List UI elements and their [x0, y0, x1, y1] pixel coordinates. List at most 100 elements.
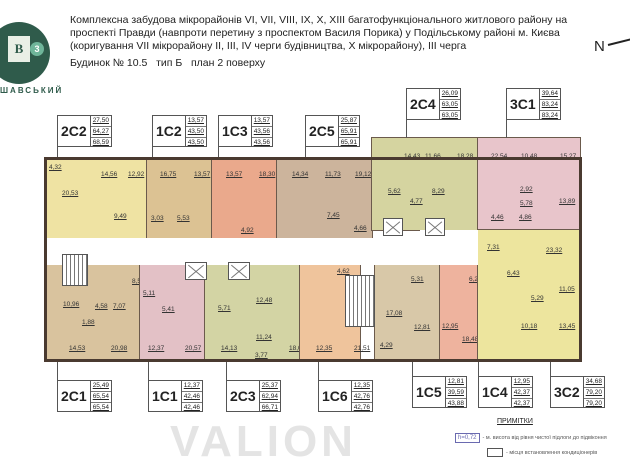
- apartment-code: 2С3: [230, 388, 256, 404]
- room-area-label: 3,77: [255, 352, 268, 359]
- room-area-label: 4,46: [491, 214, 504, 221]
- room-area-label: 11,73: [325, 171, 341, 178]
- apartment-code: 1С2: [156, 123, 182, 139]
- apartment-code: 1С4: [482, 384, 508, 400]
- living-area: 13,57: [185, 116, 206, 127]
- apartment-area[interactable]: [139, 264, 206, 361]
- room-area-label: 22,54: [491, 153, 508, 160]
- room-area-label: 5,41: [162, 306, 175, 313]
- room-area-label: 5,62: [388, 188, 401, 195]
- apartment-code: 1С6: [322, 388, 348, 404]
- logo-badge: 3: [30, 42, 44, 56]
- room-area-label: 12,48: [256, 297, 273, 304]
- room-area-label: 20,98: [111, 345, 128, 352]
- living-area: 12,37: [181, 381, 202, 392]
- room-area-label: 13,45: [559, 323, 576, 330]
- room-area-label: 11,05: [559, 286, 575, 293]
- living-area: 34,68: [583, 377, 604, 388]
- room-area-label: 13,57: [226, 171, 243, 178]
- room-area-label: 18,48: [462, 336, 479, 343]
- logo: В 3: [0, 22, 50, 84]
- living-area: 25,37: [259, 381, 280, 392]
- room-area-label: 2,92: [520, 186, 533, 193]
- total-area-with-balcony: 65,54: [92, 404, 109, 411]
- room-area-label: 3,03: [151, 215, 164, 222]
- total-area-with-balcony: 63,05: [441, 112, 458, 119]
- total-area: 64,27: [90, 127, 111, 138]
- room-area-label: 1,88: [82, 319, 95, 326]
- room-area-label: 12,35: [316, 345, 333, 352]
- total-area-with-balcony: 42,46: [183, 404, 200, 411]
- room-area-label: 6,43: [507, 270, 520, 277]
- leader-line: [148, 360, 149, 380]
- apartment-area[interactable]: [45, 157, 148, 239]
- total-area-with-balcony: 43,88: [447, 400, 464, 407]
- living-area: 12,95: [511, 377, 532, 388]
- legend-ac-place: - місця встановлення кондиціонерів: [487, 448, 597, 457]
- room-area-label: 7,07: [113, 303, 126, 310]
- apartment-area[interactable]: [439, 264, 479, 361]
- room-area-label: 8,29: [432, 188, 445, 195]
- room-area-label: 4,29: [380, 342, 393, 349]
- room-area-label: 7,45: [327, 212, 340, 219]
- apartment-area[interactable]: [211, 157, 278, 239]
- leader-line: [478, 360, 479, 376]
- living-area: 12,81: [445, 377, 466, 388]
- apartment-area[interactable]: [204, 264, 301, 361]
- room-area-label: 7,31: [487, 244, 500, 251]
- room-area-label: 11,24: [256, 334, 272, 341]
- apartment-area[interactable]: [477, 137, 581, 231]
- leader-line: [318, 360, 319, 380]
- apartment-area[interactable]: [146, 157, 213, 239]
- apartment-area[interactable]: [276, 157, 373, 239]
- room-area-label: 11,66: [425, 153, 441, 160]
- apartment-area[interactable]: [371, 137, 479, 231]
- total-area-with-balcony: 68,59: [92, 139, 109, 146]
- elevator-icon: [228, 262, 250, 280]
- total-area-with-balcony: 43,50: [187, 139, 204, 146]
- apartment-area[interactable]: [477, 229, 581, 361]
- room-area-label: 15,27: [560, 153, 577, 160]
- ac-place-text: - місця встановлення кондиціонерів: [506, 449, 598, 456]
- room-area-label: 5,31: [411, 276, 424, 283]
- room-area-label: 20,57: [185, 345, 202, 352]
- total-area: 43,56: [251, 127, 272, 138]
- compass-label: N: [594, 38, 605, 55]
- living-area: 13,57: [251, 116, 272, 127]
- total-area: 83,24: [539, 100, 560, 111]
- apartment-code: 1С5: [416, 384, 442, 400]
- room-area-label: 4,77: [410, 198, 423, 205]
- leader-line: [218, 145, 219, 158]
- living-area: 25,87: [338, 116, 359, 127]
- room-area-label: 5,53: [177, 215, 190, 222]
- room-area-label: 17,08: [386, 310, 403, 317]
- room-area-label: 14,53: [69, 345, 86, 352]
- apartment-area[interactable]: [45, 264, 141, 361]
- apartment-code: 3С2: [554, 384, 580, 400]
- elevator-icon: [383, 218, 403, 236]
- room-area-label: 14,56: [101, 171, 118, 178]
- sill-height-text: - м. висота від рівня чистої підлоги до …: [482, 435, 607, 441]
- apartment-area[interactable]: [374, 264, 441, 361]
- total-area: 39,59: [445, 388, 466, 399]
